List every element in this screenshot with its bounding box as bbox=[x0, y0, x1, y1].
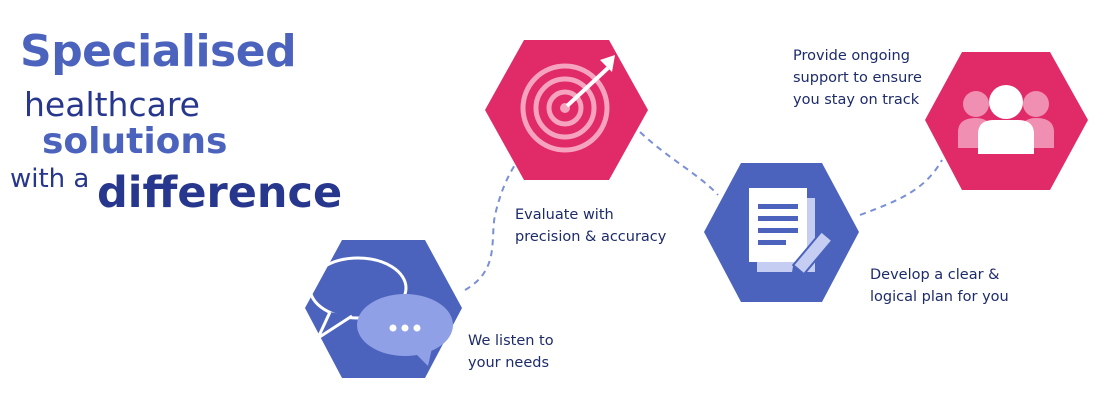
document-pencil-icon bbox=[749, 188, 834, 279]
step-4-caption-line-3: you stay on track bbox=[793, 92, 920, 108]
headline-line-1: Specialised bbox=[20, 26, 297, 77]
step-1-caption-line-1: We listen to bbox=[468, 333, 554, 349]
connector-1-2 bbox=[464, 159, 519, 291]
step-2-caption-line-2: precision & accuracy bbox=[515, 229, 667, 245]
step-4-caption: Provide ongoing support to ensure you st… bbox=[793, 45, 922, 111]
step-1-hexagon bbox=[305, 240, 462, 378]
target-arrow-icon bbox=[520, 55, 615, 153]
step-4-hexagon bbox=[925, 52, 1088, 190]
step-3-caption-line-1: Develop a clear & bbox=[870, 267, 1000, 283]
headline-line-3: solutions bbox=[42, 121, 228, 162]
step-3-caption: Develop a clear & logical plan for you bbox=[870, 264, 1009, 308]
connector-3-4 bbox=[859, 159, 943, 216]
people-group-icon bbox=[958, 85, 1054, 154]
step-1-caption-line-2: your needs bbox=[468, 355, 550, 371]
connector-2-3 bbox=[639, 131, 719, 196]
headline-line-5: difference bbox=[97, 168, 343, 218]
step-4-caption-line-2: support to ensure bbox=[793, 70, 922, 86]
step-4-caption-line-1: Provide ongoing bbox=[793, 48, 910, 64]
headline-line-4: with a bbox=[10, 164, 90, 194]
step-1-caption: We listen to your needs bbox=[468, 330, 554, 374]
dashed-connectors bbox=[464, 131, 943, 291]
step-2-caption: Evaluate with precision & accuracy bbox=[515, 204, 666, 248]
speech-bubbles-icon bbox=[308, 256, 453, 366]
step-3-caption-line-2: logical plan for you bbox=[870, 289, 1009, 305]
step-3-hexagon bbox=[704, 163, 859, 302]
step-2-hexagon bbox=[485, 40, 648, 180]
headline-line-2: healthcare bbox=[24, 85, 200, 124]
step-2-caption-line-1: Evaluate with bbox=[515, 207, 614, 223]
